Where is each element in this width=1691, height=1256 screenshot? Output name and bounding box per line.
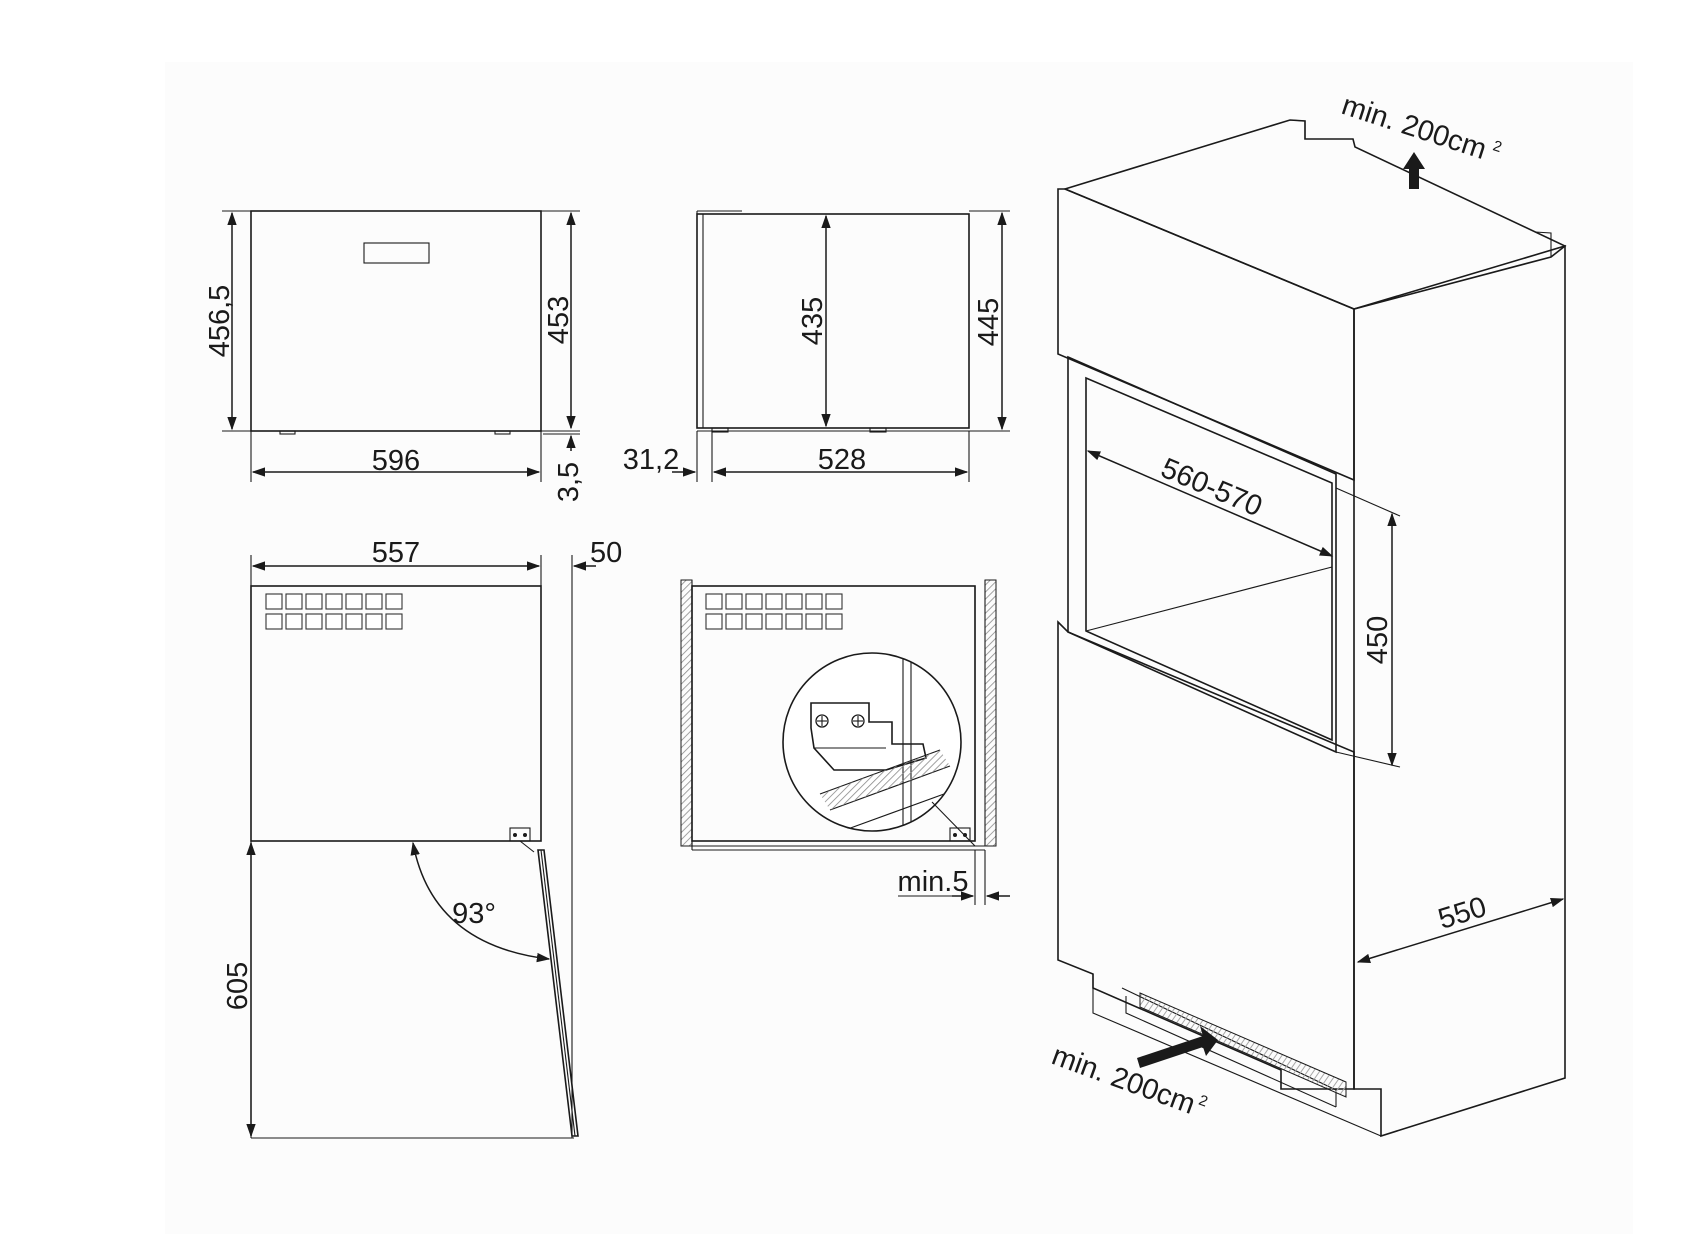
dim-arrow-560-570 (1086, 450, 1334, 557)
side-appliance-body (696, 213, 970, 429)
dim-side-depth: 528 (818, 444, 866, 476)
dim-front-height-total: 456,5 (204, 285, 236, 358)
vent-in-arrow-icon (1137, 1026, 1218, 1068)
dim-top-door-offset: 50 (590, 537, 622, 569)
cabinet-niche-back (1085, 566, 1333, 632)
dim-front-foot: 3,5 (553, 462, 585, 502)
cabinet-top-notch (1289, 119, 1306, 139)
side-foot-back (869, 427, 887, 433)
detail-magnifier-circle (782, 652, 962, 832)
dim-side-height-inner: 435 (797, 297, 829, 345)
cabinet-front-upper (1057, 188, 1355, 482)
ext-line (1335, 487, 1401, 517)
top-vent-grid (265, 593, 403, 630)
front-handle (363, 242, 430, 264)
detail-vent-grid (705, 593, 843, 630)
detail-leader-line (931, 801, 976, 847)
cabinet-niche-opening (1085, 376, 1333, 742)
dim-top-clearance-depth: 605 (222, 962, 254, 1010)
wall-right (984, 579, 997, 847)
dim-niche-height: 450 (1362, 616, 1394, 664)
dim-top-width: 557 (372, 537, 420, 569)
front-foot-left (279, 430, 296, 435)
cabinet-top-notch-back (1534, 231, 1552, 257)
cabinet-plinth (1092, 974, 1382, 1137)
side-view: 435 445 31,2 528 (623, 210, 1010, 482)
top-view: 557 50 93° 605 (222, 537, 622, 1139)
vent-up-arrow-icon (1403, 152, 1425, 189)
front-foot-right (494, 430, 511, 435)
dim-side-height-outer: 445 (973, 298, 1005, 346)
top-appliance-body (250, 585, 542, 842)
side-foot-front (711, 427, 729, 433)
cabinet-vent-grille (1139, 992, 1347, 1098)
detail-bracket (810, 702, 927, 771)
dim-side-offset: 31,2 (623, 444, 679, 476)
detail-hinge-icon (949, 827, 971, 842)
detail-view: min.5 (680, 579, 1010, 905)
background-panel (165, 62, 1633, 1234)
front-view: 456,5 453 3,5 596 (204, 210, 585, 502)
dim-front-width: 596 (372, 445, 420, 477)
wall-left (680, 579, 693, 847)
cabinet-front-lower (1057, 620, 1355, 1090)
dim-front-height-body: 453 (543, 296, 575, 344)
dim-arrow-550 (1356, 898, 1565, 963)
door-angle-arc (410, 841, 551, 963)
dim-door-angle: 93° (452, 898, 496, 930)
dim-detail-min-gap: min.5 (898, 866, 969, 898)
